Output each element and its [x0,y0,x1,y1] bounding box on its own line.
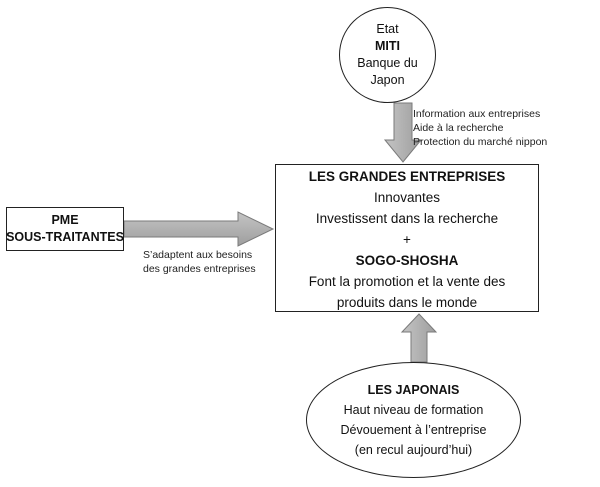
pme-label: PME [51,213,79,227]
banque-label: Banque du [357,56,418,70]
japonais-node: LES JAPONAIS Haut niveau de formation Dé… [306,362,521,478]
formation-label: Haut niveau de formation [343,403,484,417]
etat-actions-note: Information aux entreprises Aide à la re… [413,107,547,149]
etat-label: Etat [376,22,399,36]
pme-note-line: des grandes entreprises [143,263,256,275]
plus-sign: + [403,231,411,247]
etat-action-item: Aide à la recherche [413,122,504,134]
pme-note-line: S’adaptent aux besoins [143,249,253,261]
recherche-label: Investissent dans la recherche [315,210,499,226]
pme-note: S’adaptent aux besoins des grandes entre… [143,248,256,276]
promotion-label: Font la promotion et la vente des [308,273,506,289]
arrow-japonais-to-entreprises [400,313,438,363]
grandes-entreprises-node: LES GRANDES ENTREPRISES Innovantes Inves… [275,164,539,312]
etat-node: Etat MITI Banque du Japon [339,7,436,103]
miti-label: MITI [375,39,400,53]
pme-node: PME SOUS-TRAITANTES [6,207,124,251]
etat-action-item: Information aux entreprises [413,108,541,120]
arrow-etat-to-entreprises [383,102,423,163]
grandes-entreprises-title: LES GRANDES ENTREPRISES [308,168,506,184]
arrow-pme-to-entreprises [123,211,275,247]
recul-label: (en recul aujourd’hui) [354,443,473,457]
innovantes-label: Innovantes [373,189,441,205]
sogo-shosha-label: SOGO-SHOSHA [355,252,459,268]
etat-action-item: Protection du marché nippon [413,136,548,148]
japon-label: Japon [370,73,405,87]
japonais-title: LES JAPONAIS [367,383,460,397]
sous-traitantes-label: SOUS-TRAITANTES [6,230,124,244]
monde-label: produits dans le monde [336,294,478,310]
devouement-label: Dévouement à l’entreprise [340,423,487,437]
